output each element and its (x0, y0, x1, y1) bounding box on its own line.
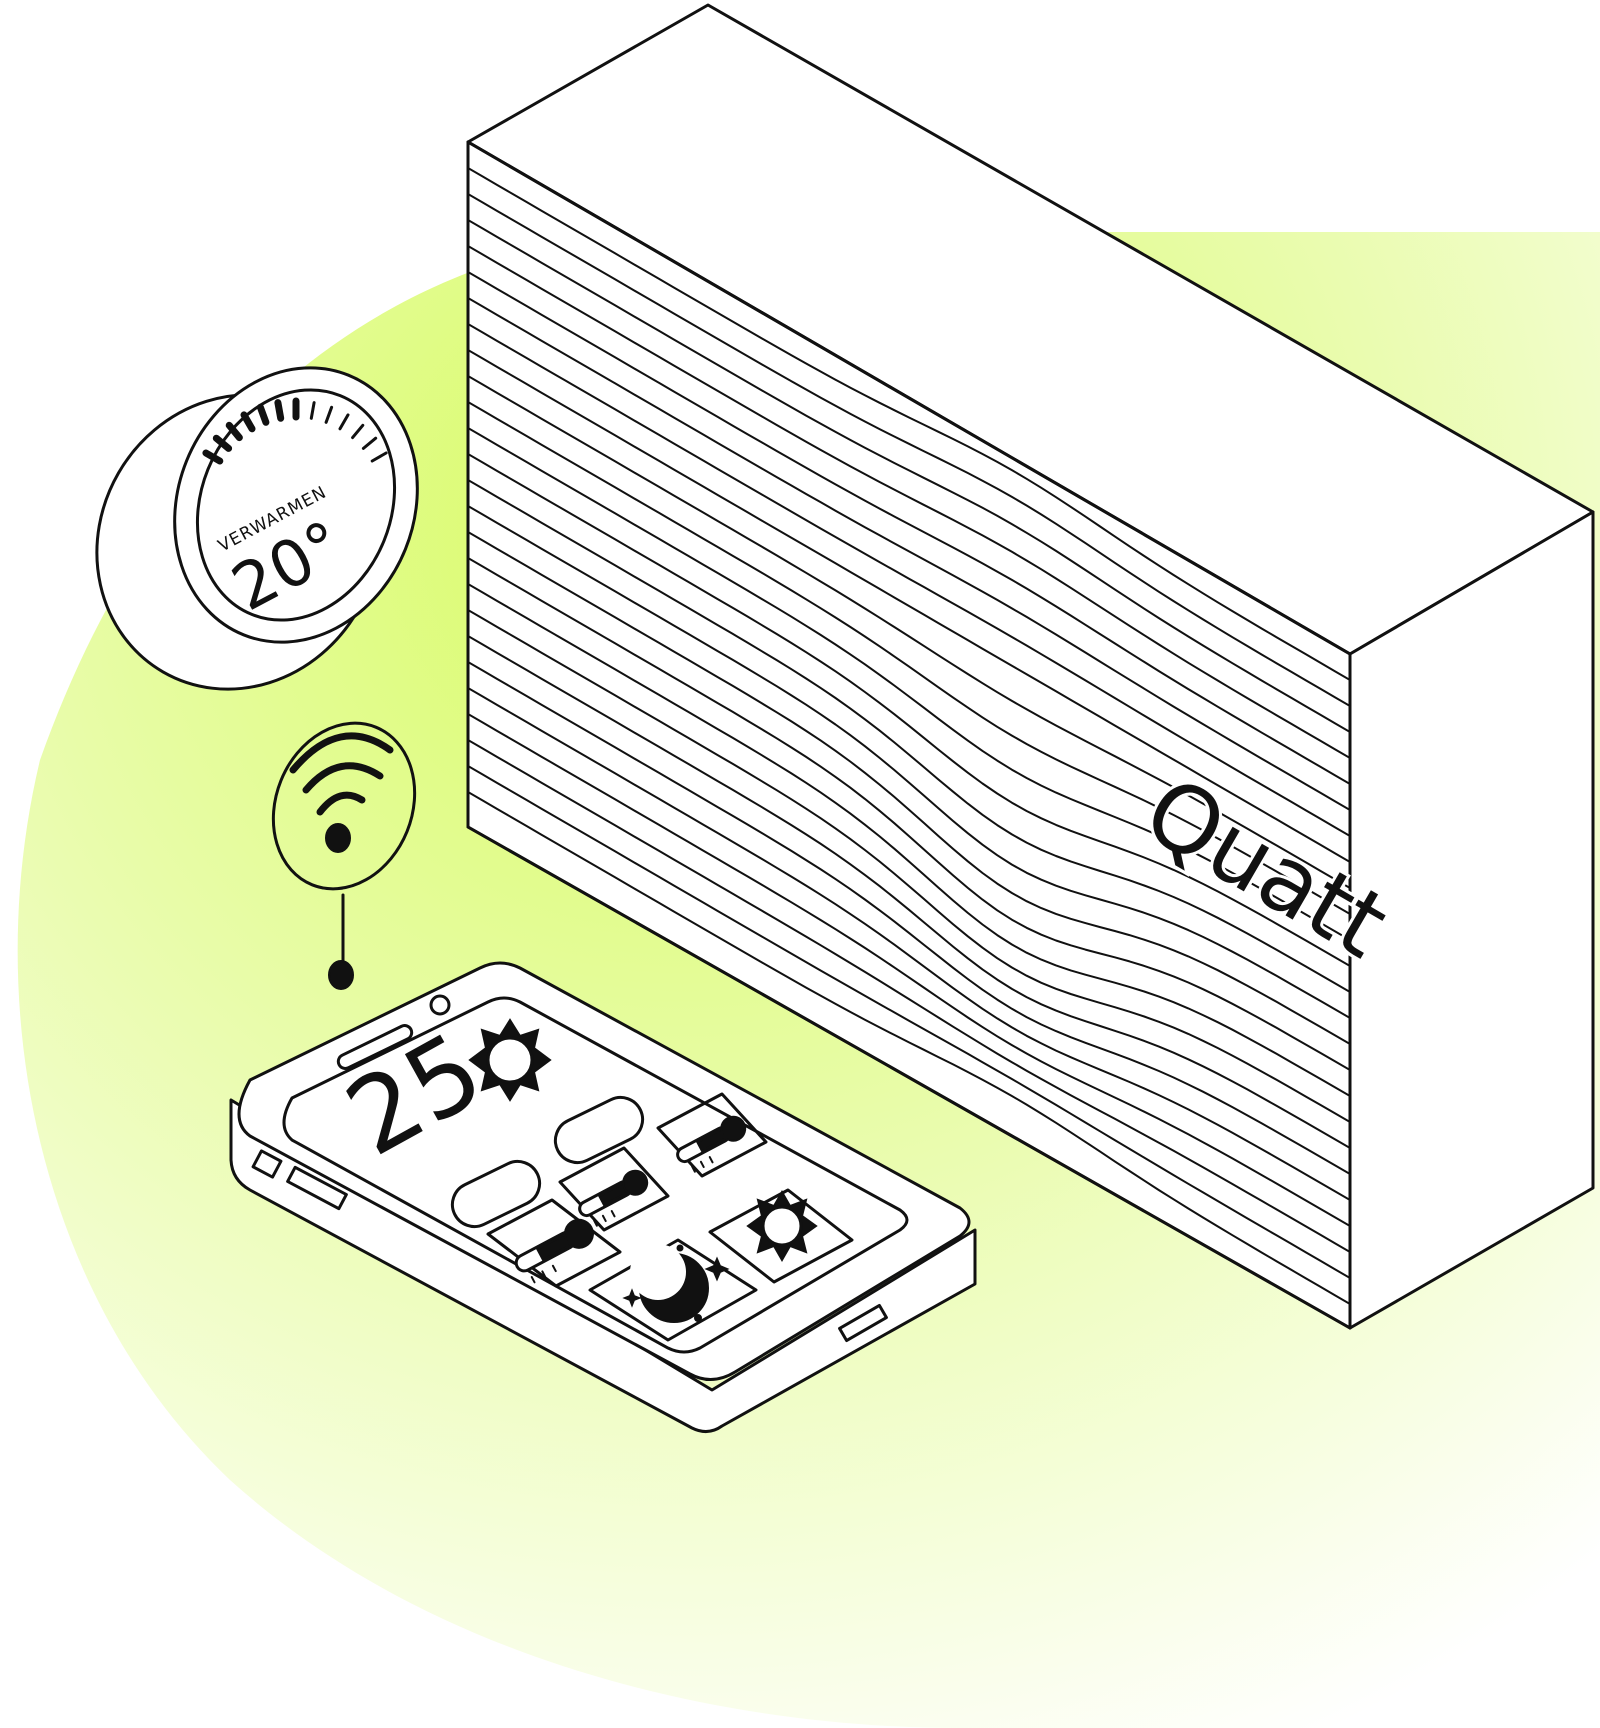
phone-tile-night (588, 1238, 758, 1342)
phone-tile-sun (708, 1188, 854, 1284)
wifi-pin-dot (328, 960, 354, 990)
thermometer-icon (514, 1218, 594, 1284)
moon-icon (622, 1244, 730, 1323)
phone-speaker (336, 1024, 414, 1070)
wifi-icon (289, 732, 394, 853)
gauge-tick (274, 399, 285, 422)
sun-icon (468, 1018, 552, 1102)
phone-tile-thermometer (486, 1198, 622, 1288)
grille-line (468, 635, 1350, 1149)
gauge-tick (361, 436, 378, 450)
gauge-tick (324, 405, 334, 424)
grille-line (468, 661, 1350, 1175)
gauge-tick (256, 403, 270, 426)
thermostat-display-ring (195, 388, 397, 622)
grille-line (468, 765, 1350, 1279)
grille-line (468, 167, 1350, 681)
grille-line (468, 401, 1350, 915)
phone-side-button (286, 1165, 348, 1211)
grille-line (468, 687, 1350, 1201)
grille-line (468, 557, 1350, 1071)
thermostat: VERWARMEN 20° (95, 366, 419, 691)
grille-line (468, 349, 1350, 863)
gauge-tick (309, 401, 316, 420)
grille-line (468, 583, 1350, 1097)
phone-pill-button (553, 1095, 645, 1165)
grille-line (468, 245, 1350, 759)
grille-line (468, 323, 1350, 837)
grille-line (468, 375, 1350, 889)
phone-tile-thermometer (558, 1146, 670, 1232)
gauge-tick (202, 449, 224, 465)
grille-line (468, 713, 1350, 1227)
grille-line (468, 297, 1350, 811)
gauge-tick (225, 421, 243, 442)
gauge-tick (212, 434, 233, 452)
phone-side-button (251, 1149, 283, 1179)
grille-line (468, 609, 1350, 1123)
grille-line (468, 739, 1350, 1253)
thermometer-icon (578, 1169, 649, 1227)
grille-line (468, 427, 1350, 941)
phone-port (838, 1303, 888, 1343)
gauge-tick (240, 411, 256, 433)
grille-line (468, 479, 1350, 993)
grille-line (468, 531, 1350, 1045)
heat-pump-grille (468, 167, 1350, 1305)
wifi-signal-bubble (271, 721, 417, 990)
phone-screen (282, 996, 909, 1354)
thermometer-icon (676, 1115, 747, 1173)
sun-icon (746, 1189, 818, 1263)
heat-pump-unit: Quatt (466, 3, 1595, 1330)
phone-tile-thermometer (656, 1092, 768, 1178)
gauge-tick (338, 413, 350, 431)
grille-line (468, 453, 1350, 967)
grille-line (468, 219, 1350, 733)
thermostat-heat-gauge (202, 397, 388, 465)
phone-pill-button (450, 1159, 542, 1229)
smartphone: 25 (229, 961, 977, 1433)
grille-line (468, 791, 1350, 1305)
grille-line (468, 505, 1350, 1019)
grille-line (468, 271, 1350, 785)
phone-camera (429, 994, 451, 1016)
gauge-tick (370, 451, 388, 463)
heat-pump-side (1348, 510, 1595, 1330)
wifi-bubble (271, 721, 417, 891)
gauge-tick (351, 423, 365, 440)
grille-line (468, 193, 1350, 707)
